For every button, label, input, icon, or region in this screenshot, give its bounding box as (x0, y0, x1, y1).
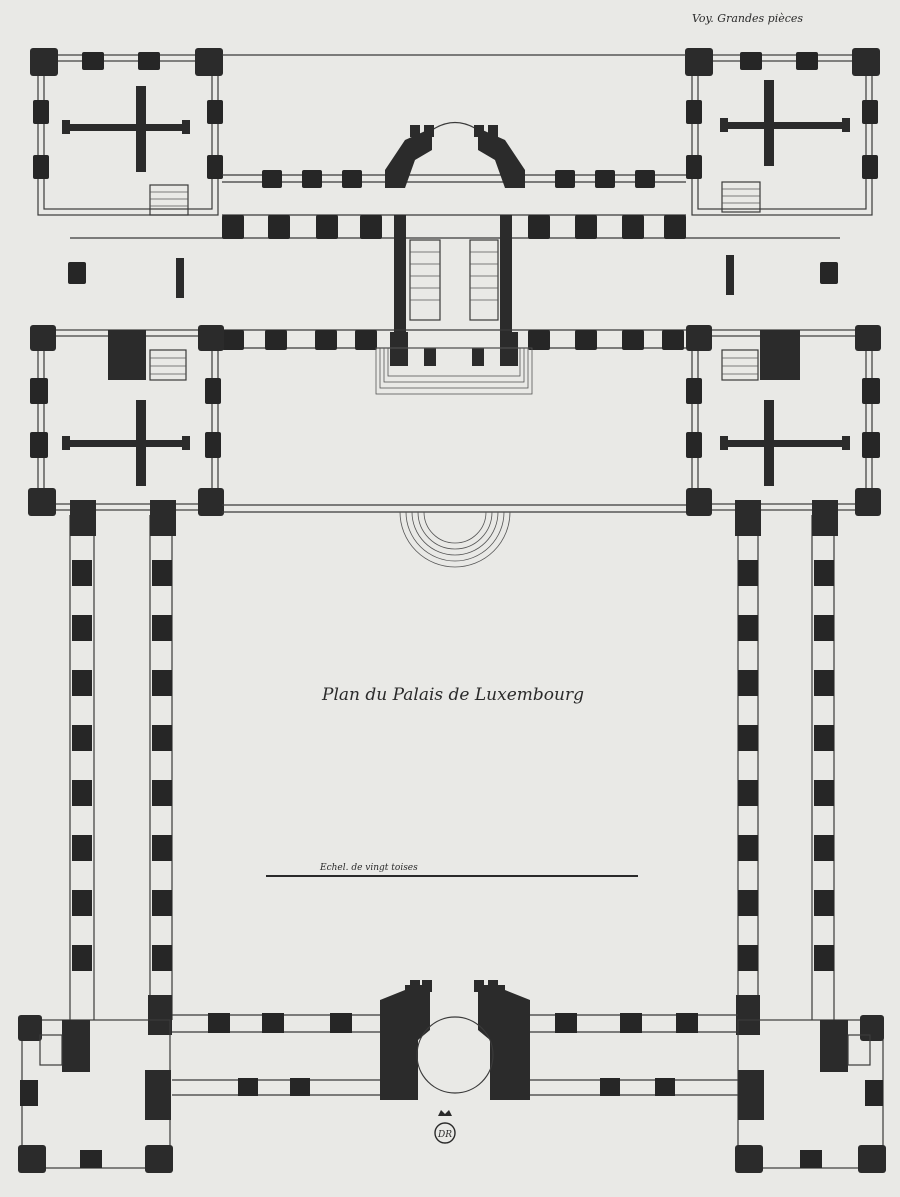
west-wing (69, 500, 176, 1035)
reference-note: Voy. Grandes pièces (692, 12, 803, 25)
south-range (172, 980, 738, 1100)
plan-title: Plan du Palais de Luxembourg (321, 685, 584, 705)
courtyard (222, 504, 686, 568)
pavilion-mid-right (686, 325, 881, 516)
pavilion-top-left (30, 48, 223, 216)
east-wing (735, 500, 838, 1035)
pavilion-mid-left (28, 325, 224, 516)
pavilion-bottom-left (18, 1015, 173, 1173)
pavilion-top-right (685, 48, 880, 216)
monogram-text: DR (437, 1130, 452, 1140)
scale-label: Echel. de vingt toises (319, 863, 418, 873)
monogram-seal: DR (434, 1110, 456, 1144)
central-block (68, 214, 840, 395)
pavilion-bottom-right (735, 1015, 886, 1173)
north-front (222, 54, 686, 188)
